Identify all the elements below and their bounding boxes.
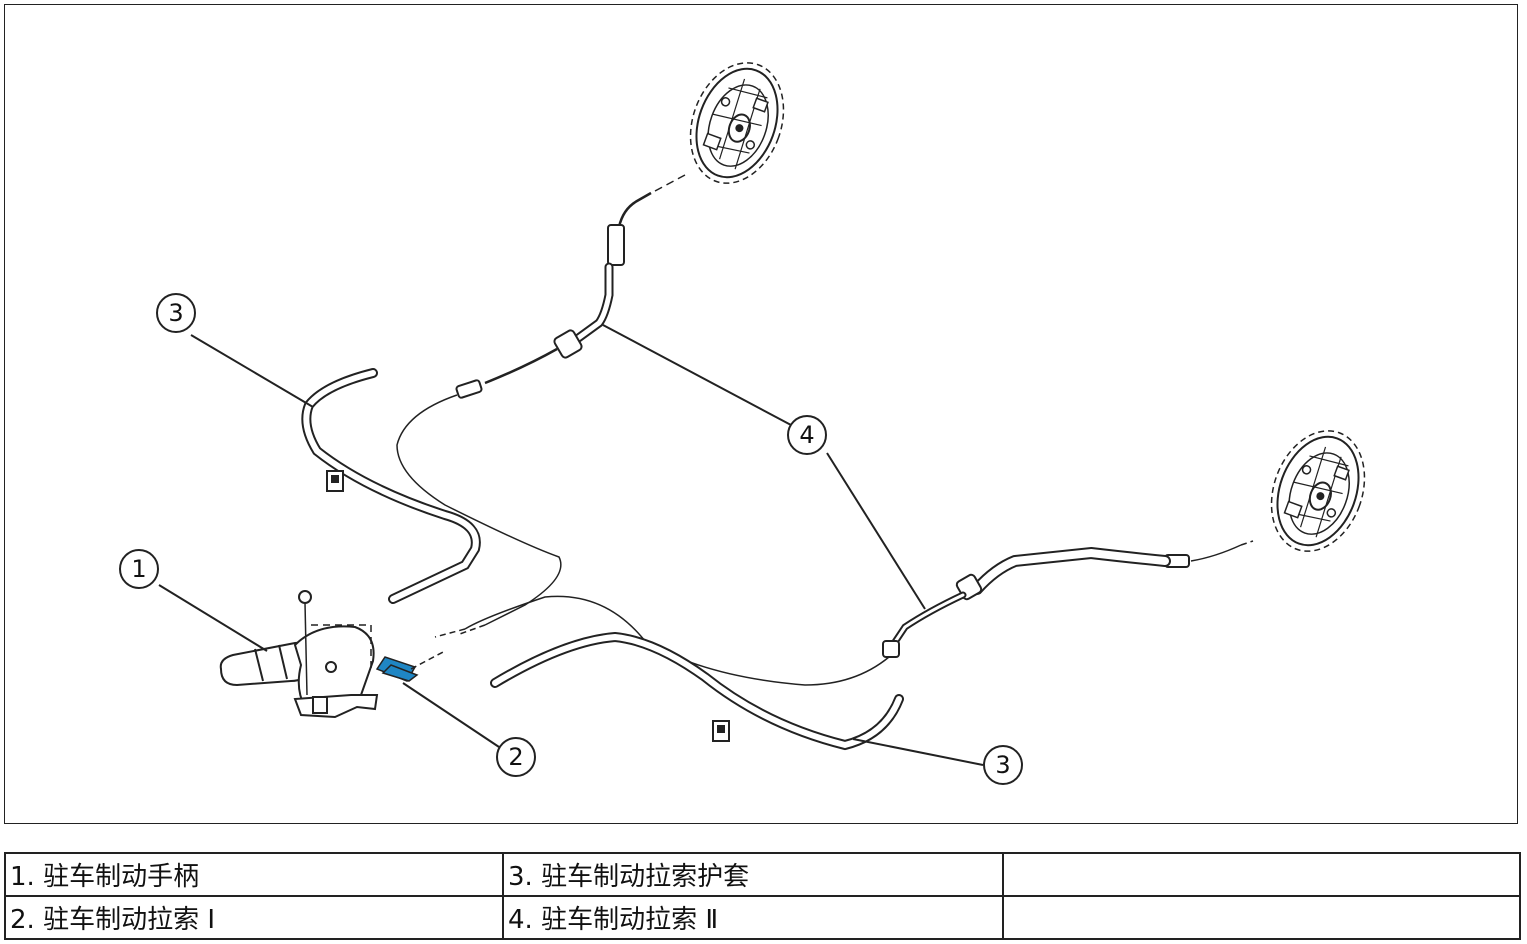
legend-row: 1. 驻车制动手柄 3. 驻车制动拉索护套 (4, 852, 1521, 897)
legend-cell: 3. 驻车制动拉索护套 (502, 852, 1004, 897)
callout-1: 1 (119, 549, 159, 589)
brake-hub-lower (1254, 416, 1382, 566)
legend-cell (1002, 852, 1521, 897)
svg-text:4: 4 (799, 421, 814, 449)
svg-text:3: 3 (995, 751, 1010, 779)
legend-cell: 4. 驻车制动拉索 Ⅱ (502, 895, 1004, 940)
clip-lower (712, 720, 730, 742)
svg-text:3: 3 (168, 299, 183, 327)
brake-hub-upper (673, 48, 801, 198)
callout-2: 2 (496, 737, 536, 777)
cable-sleeve-upper (301, 368, 481, 604)
cable-sleeve-lower (490, 631, 904, 751)
legend-cell: 1. 驻车制动手柄 (4, 852, 504, 897)
callout-3-lower: 3 (983, 745, 1023, 785)
callout-3-upper: 3 (156, 293, 196, 333)
svg-text:2: 2 (508, 743, 523, 771)
clip-upper (326, 470, 344, 492)
parking-brake-diagram: 1 2 3 3 4 (4, 4, 1518, 824)
diagram-drawing: 1 2 3 3 4 (119, 48, 1382, 785)
parking-brake-lever (219, 590, 379, 719)
cable-2-lower-branch (434, 540, 1254, 686)
legend-table: 1. 驻车制动手柄 3. 驻车制动拉索护套 2. 驻车制动拉索 Ⅰ 4. 驻车制… (4, 852, 1521, 940)
legend-cell (1002, 895, 1521, 940)
callout-4: 4 (787, 415, 827, 455)
leader-lines (158, 324, 984, 766)
cable-1-highlight (375, 650, 446, 682)
cable-2-upper-branch (396, 174, 686, 636)
svg-text:1: 1 (131, 555, 146, 583)
legend-row: 2. 驻车制动拉索 Ⅰ 4. 驻车制动拉索 Ⅱ (4, 895, 1521, 940)
legend-cell: 2. 驻车制动拉索 Ⅰ (4, 895, 504, 940)
